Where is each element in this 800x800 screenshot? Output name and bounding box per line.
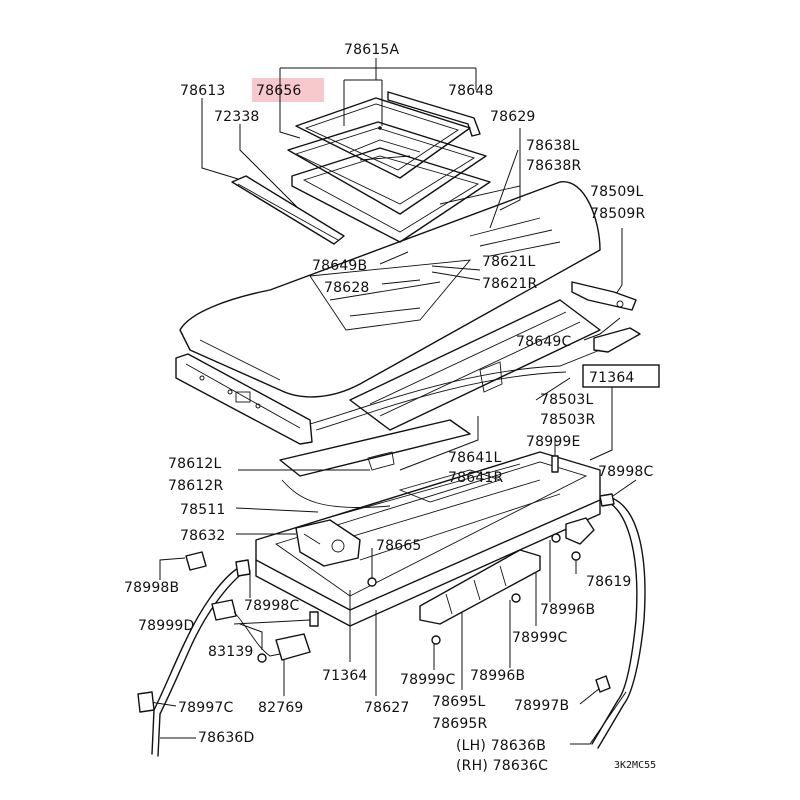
label-78509L: 78509L	[590, 184, 644, 200]
label-78665: 78665	[376, 538, 422, 554]
motor-78632	[295, 519, 361, 567]
front-header-rail	[175, 353, 313, 445]
label-78612L: 78612L	[168, 456, 222, 472]
label-78648: 78648	[448, 83, 494, 99]
label-78628: 78628	[324, 280, 370, 296]
part-box-71364	[582, 364, 660, 388]
label-78612R: 78612R	[168, 478, 224, 494]
label-72338: 72338	[214, 109, 260, 125]
label-78996B-lower: 78996B	[470, 668, 525, 684]
drain-hose-left	[137, 551, 251, 757]
housing-frame	[255, 451, 601, 627]
label-78999C-lower: 78999C	[400, 672, 456, 688]
label-78627: 78627	[364, 700, 410, 716]
deflector-78613	[231, 175, 345, 245]
label-78649B: 78649B	[312, 258, 367, 274]
label-78998C-top: 78998C	[598, 464, 654, 480]
label-78638R: 78638R	[526, 158, 582, 174]
label-78641L: 78641L	[448, 450, 502, 466]
frame-seal	[287, 121, 491, 243]
label-78997C: 78997C	[178, 700, 234, 716]
roof-side-rail	[349, 299, 601, 431]
weatherstrip-78648	[387, 91, 481, 137]
label-78695L: 78695L	[432, 694, 486, 710]
label-78999E: 78999E	[526, 434, 581, 450]
label-78629: 78629	[490, 109, 536, 125]
grommet-78665	[367, 577, 377, 587]
label-78996B-right: 78996B	[540, 602, 595, 618]
label-78997B: 78997B	[514, 698, 569, 714]
label-78613: 78613	[180, 83, 226, 99]
harness-83139-82769	[211, 599, 319, 663]
part-highlight-78656	[252, 78, 324, 102]
label-78656: 78656	[256, 83, 302, 99]
label-78509R: 78509R	[590, 206, 646, 222]
label-78638L: 78638L	[526, 138, 580, 154]
label-78636B-lh: (LH) 78636B	[456, 738, 546, 754]
label-78619: 78619	[586, 574, 632, 590]
bracket-78619	[565, 517, 595, 561]
label-78503L: 78503L	[540, 392, 594, 408]
label-78999C-right: 78999C	[512, 630, 568, 646]
label-78998C-mid: 78998C	[244, 598, 300, 614]
label-71364-boxed: 71364	[589, 370, 635, 386]
label-78621R: 78621R	[482, 276, 538, 292]
diagram-id: 3K2MC55	[614, 760, 656, 771]
drain-hose-right	[591, 493, 646, 749]
label-78636C-rh: (RH) 78636C	[456, 758, 548, 774]
roof-panel	[179, 181, 601, 398]
label-78998B: 78998B	[124, 580, 179, 596]
label-78621L: 78621L	[482, 254, 536, 270]
cable-78511	[281, 479, 391, 508]
label-78511: 78511	[180, 502, 226, 518]
label-82769: 82769	[258, 700, 304, 716]
bracket-78509	[571, 281, 637, 311]
rear-cover-78695	[419, 549, 541, 625]
part-labels: 78615A 78613 78656 78648 72338 78629 786…	[124, 42, 656, 774]
screws	[431, 533, 561, 645]
link-78649C	[593, 327, 641, 353]
label-78636D: 78636D	[198, 730, 255, 746]
label-78615A: 78615A	[344, 42, 400, 58]
label-71364-lower: 71364	[322, 668, 368, 684]
label-78632: 78632	[180, 528, 226, 544]
label-78649C: 78649C	[516, 334, 572, 350]
bolt-78999E	[551, 455, 559, 473]
guide-rail-78612	[279, 419, 471, 477]
label-78503R: 78503R	[540, 412, 596, 428]
label-83139: 83139	[208, 644, 254, 660]
drive-cable-78503	[309, 349, 601, 431]
label-78695R: 78695R	[432, 716, 488, 732]
label-78999D: 78999D	[138, 618, 195, 634]
label-78641R: 78641R	[448, 470, 504, 486]
